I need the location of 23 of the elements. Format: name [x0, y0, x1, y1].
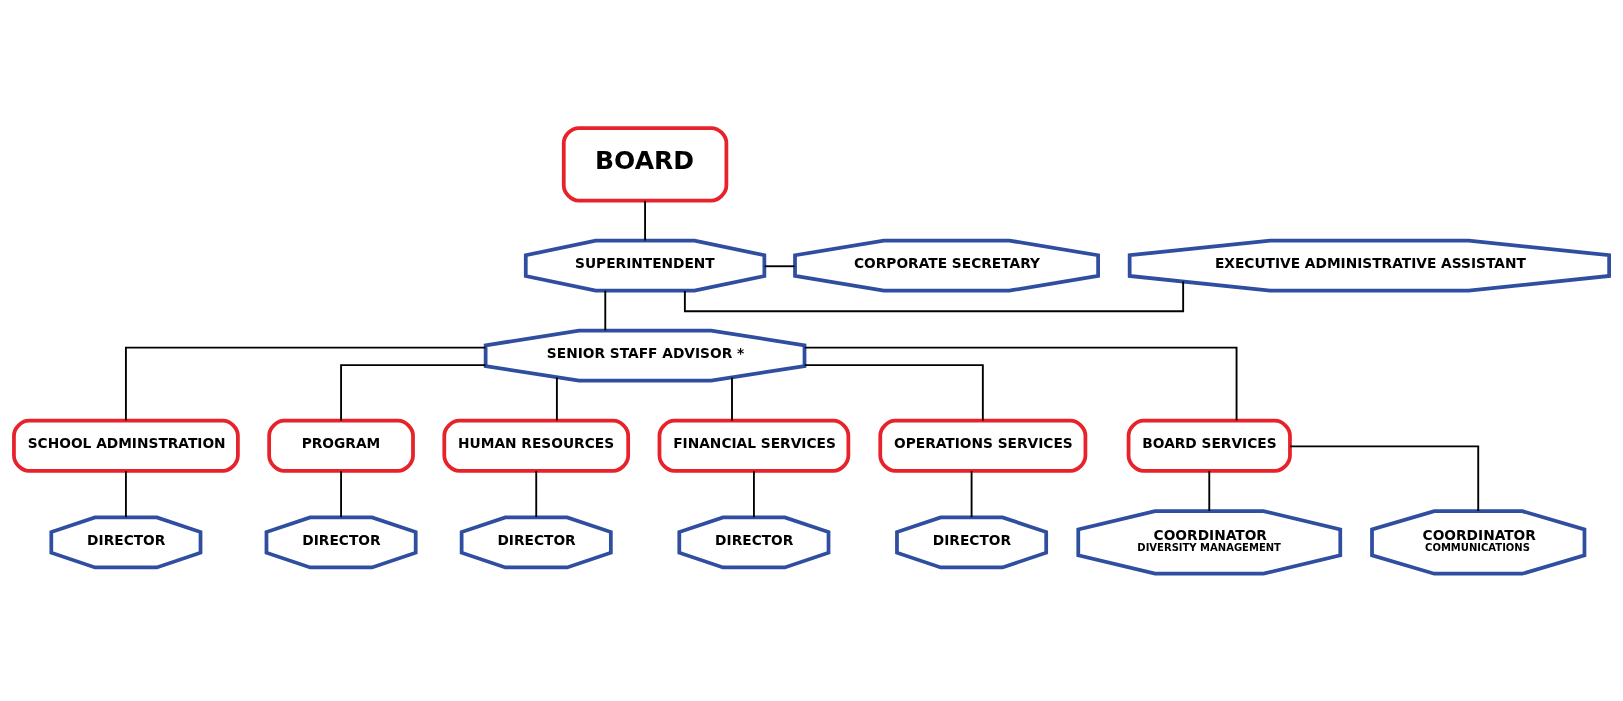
connector — [604, 289, 607, 331]
connector — [340, 363, 487, 422]
connector — [803, 346, 1238, 421]
connector — [535, 469, 538, 518]
connector — [803, 363, 984, 422]
connector — [340, 469, 342, 518]
connector — [731, 376, 733, 422]
node-box: SCHOOL ADMINSTRATION — [12, 418, 240, 473]
connector — [1208, 469, 1211, 512]
node-box: FINANCIAL SERVICES — [657, 418, 851, 473]
connector — [752, 469, 755, 518]
connector — [763, 264, 796, 267]
node-box: HUMAN RESOURCES — [442, 418, 631, 473]
connector — [124, 346, 487, 421]
connector — [644, 199, 646, 241]
connector — [555, 376, 558, 422]
connector — [124, 469, 127, 518]
node-box: BOARD — [561, 125, 729, 202]
connector — [1289, 444, 1480, 512]
node-box: BOARD SERVICES — [1126, 418, 1292, 473]
connector — [970, 469, 973, 518]
node-box: OPERATIONS SERVICES — [878, 418, 1088, 473]
node-box: PROGRAM — [267, 418, 415, 473]
